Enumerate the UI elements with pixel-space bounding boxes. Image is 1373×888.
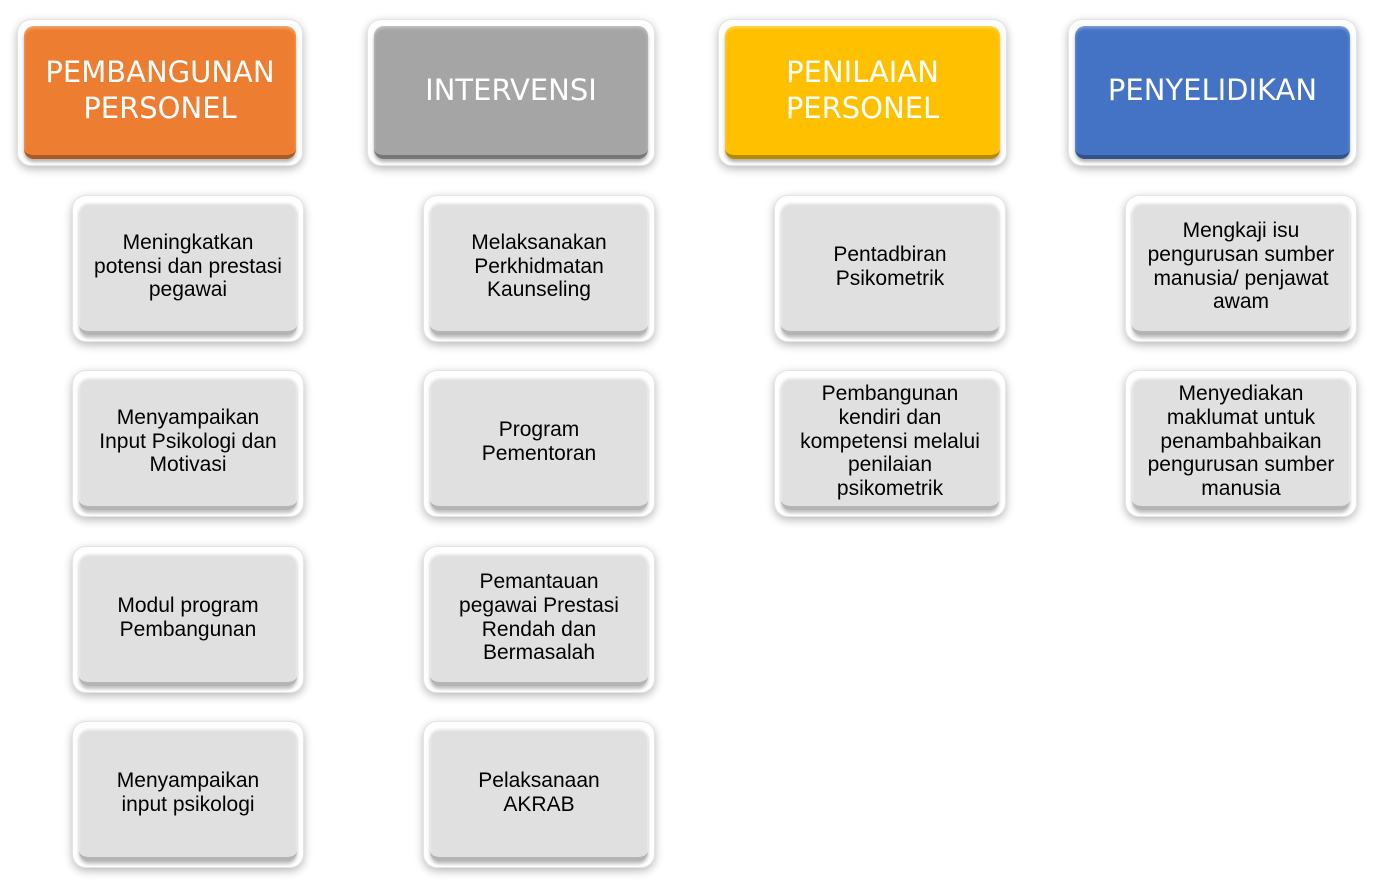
item-label: Menyampaikan Input Psikologi dan Motivas… bbox=[99, 405, 277, 477]
item-box: Pentadbiran Psikometrik bbox=[774, 195, 1006, 342]
item-box: Program Pementoran bbox=[423, 370, 655, 517]
item-label: Mengkaji isu pengurusan sumber manusia/ … bbox=[1147, 219, 1335, 314]
item-label: Pembangunan kendiri dan kompetensi melal… bbox=[800, 382, 980, 501]
item-box: Modul program Pembangunan bbox=[72, 546, 304, 693]
item-box: Pelaksanaan AKRAB bbox=[423, 721, 655, 868]
item-label: Modul program Pembangunan bbox=[117, 593, 259, 641]
header-box: PEMBANGUNAN PERSONEL bbox=[24, 26, 296, 159]
item-box: Menyediakan maklumat untuk penambahbaika… bbox=[1125, 370, 1357, 517]
header-intervensi: INTERVENSI bbox=[367, 19, 655, 166]
item-label: Pentadbiran Psikometrik bbox=[833, 242, 947, 290]
header-box: INTERVENSI bbox=[374, 26, 648, 159]
header-penyelidikan: PENYELIDIKAN bbox=[1068, 19, 1357, 166]
header-label: PENYELIDIKAN bbox=[1107, 72, 1318, 107]
header-pembangunan-personel: PEMBANGUNAN PERSONEL bbox=[17, 19, 303, 166]
item-label: Pelaksanaan AKRAB bbox=[478, 768, 600, 816]
item-box: Meningkatkan potensi dan prestasi pegawa… bbox=[72, 195, 304, 342]
header-box: PENYELIDIKAN bbox=[1075, 26, 1350, 159]
item-label: Program Pementoran bbox=[481, 417, 597, 465]
item-box: Pembangunan kendiri dan kompetensi melal… bbox=[774, 370, 1006, 517]
header-label: INTERVENSI bbox=[425, 72, 597, 107]
item-label: Pemantauan pegawai Prestasi Rendah dan B… bbox=[459, 570, 619, 665]
item-label: Melaksanakan Perkhidmatan Kaunseling bbox=[471, 230, 607, 302]
item-label: Meningkatkan potensi dan prestasi pegawa… bbox=[94, 230, 282, 302]
item-label: Menyediakan maklumat untuk penambahbaika… bbox=[1147, 382, 1335, 501]
item-box: Mengkaji isu pengurusan sumber manusia/ … bbox=[1125, 195, 1357, 342]
item-box: Menyampaikan input psikologi bbox=[72, 721, 304, 868]
header-penilaian-personel: PENILAIAN PERSONEL bbox=[718, 19, 1007, 166]
item-box: Menyampaikan Input Psikologi dan Motivas… bbox=[72, 370, 304, 517]
item-box: Pemantauan pegawai Prestasi Rendah dan B… bbox=[423, 546, 655, 693]
header-label: PEMBANGUNAN PERSONEL bbox=[45, 55, 275, 125]
item-label: Menyampaikan input psikologi bbox=[116, 768, 260, 816]
item-box: Melaksanakan Perkhidmatan Kaunseling bbox=[423, 195, 655, 342]
header-label: PENILAIAN PERSONEL bbox=[785, 55, 940, 125]
header-box: PENILAIAN PERSONEL bbox=[725, 26, 1000, 159]
